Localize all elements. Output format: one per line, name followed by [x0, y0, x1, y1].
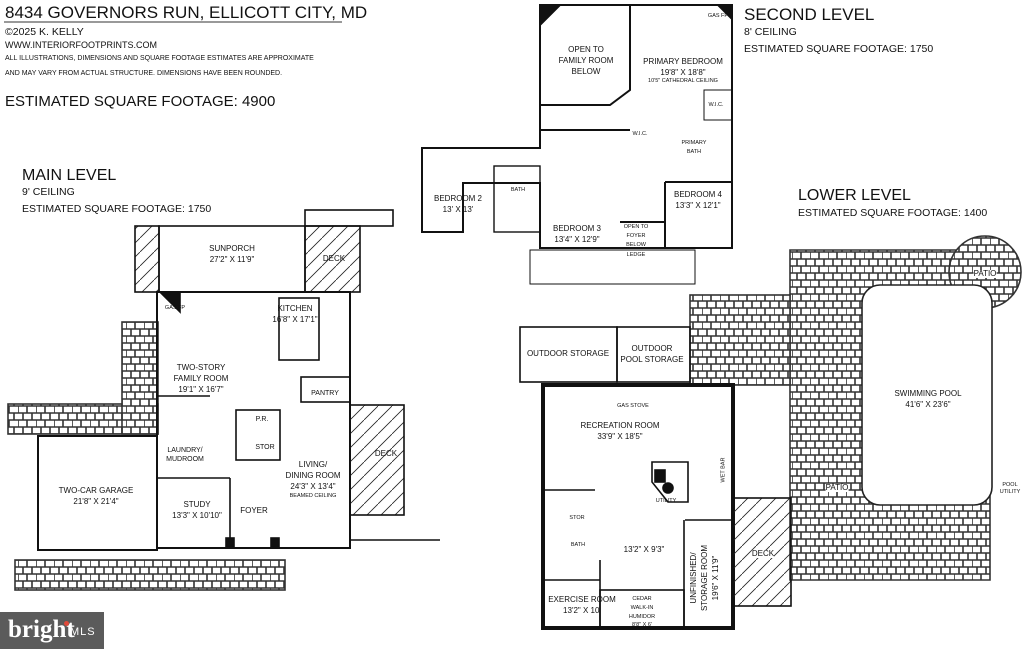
- room-primary-bedroom: PRIMARY BEDROOM: [643, 57, 723, 66]
- copyright: ©2025 K. KELLY: [5, 26, 84, 38]
- main-level-plan: [7, 209, 440, 591]
- ledge: LEDGE: [626, 252, 646, 258]
- room-dimensions: 19'8" X 18'8": [660, 68, 706, 77]
- room-recreation: RECREATION ROOM: [580, 421, 660, 430]
- main-level-ceiling: 9' CEILING: [22, 186, 75, 198]
- room-kitchen: KITCHEN: [277, 304, 313, 313]
- room-pool-storage: POOL STORAGE: [620, 355, 684, 364]
- room-note: 10'5" CATHEDRAL CEILING: [648, 78, 718, 84]
- room-bedroom-3: BEDROOM 3: [552, 224, 602, 233]
- lower-level-plan: [519, 235, 1022, 630]
- room-wic: W.I.C.: [632, 131, 648, 137]
- room-living-dining: LIVING/: [298, 460, 328, 469]
- room-powder: P.R.: [255, 416, 269, 423]
- room-deck: DECK: [374, 449, 398, 458]
- logo-dot: [64, 621, 69, 626]
- room-exercise: EXERCISE ROOM: [548, 595, 616, 604]
- room-family: TWO-STORY: [176, 363, 226, 372]
- wet-bar: WET BAR: [720, 457, 727, 483]
- room-storage: STOR: [255, 444, 275, 451]
- room-dimensions: 33'9" X 18'5": [597, 432, 643, 441]
- room-bedroom-4: BEDROOM 4: [673, 190, 723, 199]
- room-bath: BATH: [570, 542, 586, 548]
- patio: PATIO: [825, 483, 849, 492]
- open-to-foyer: BELOW: [626, 242, 646, 248]
- lower-level-title: LOWER LEVEL: [798, 187, 911, 204]
- room-dimensions: 13'3" X 12'1": [675, 201, 721, 210]
- room-primary-bath: BATH: [686, 149, 702, 155]
- logo-suffix: MLS: [70, 626, 96, 638]
- room-sunporch: SUNPORCH: [209, 244, 255, 253]
- second-level-title: SECOND LEVEL: [744, 5, 875, 24]
- open-to-foyer: FOYER: [626, 233, 646, 239]
- lower-level-sqft: ESTIMATED SQUARE FOOTAGE: 1400: [798, 207, 988, 219]
- open-to-below: BELOW: [571, 67, 601, 76]
- second-level-ceiling: 8' CEILING: [744, 26, 797, 38]
- room-pool-storage: OUTDOOR: [631, 344, 673, 353]
- room-dimensions: 16'8" X 17'1": [272, 315, 318, 324]
- room-dimensions: 13' X 13': [442, 205, 474, 214]
- disclaimer-line-1: ALL ILLUSTRATIONS, DIMENSIONS AND SQUARE…: [5, 55, 314, 62]
- patio: PATIO: [973, 269, 997, 278]
- room-dimensions: 13'2" X 10': [563, 606, 601, 615]
- room-bath: BATH: [510, 187, 526, 193]
- pool-utility: POOL: [1002, 482, 1018, 488]
- room-garage: TWO-CAR GARAGE: [58, 486, 134, 495]
- room-pantry: PANTRY: [311, 390, 339, 397]
- room-storage: STOR: [569, 515, 585, 521]
- room-unfinished-storage: STORAGE ROOM: [700, 544, 709, 612]
- room-deck: DECK: [322, 254, 346, 263]
- room-unfinished-storage: UNFINISHED/: [689, 552, 698, 604]
- logo-brand: bright: [8, 616, 75, 643]
- open-to-below: OPEN TO: [568, 45, 604, 54]
- gas-fireplace: GAS FP: [707, 13, 729, 19]
- website: WWW.INTERIORFOOTPRINTS.COM: [5, 40, 157, 50]
- pool-utility: UTILITY: [999, 489, 1021, 495]
- open-to-foyer: OPEN TO: [623, 224, 649, 230]
- room-bedroom-2: BEDROOM 2: [433, 194, 483, 203]
- room-living-dining: DINING ROOM: [285, 471, 341, 480]
- room-cedar-humidor: HUMIDOR: [628, 614, 656, 620]
- main-level-sqft: ESTIMATED SQUARE FOOTAGE: 1750: [22, 203, 212, 215]
- room-family: FAMILY ROOM: [173, 374, 229, 383]
- room-cedar-humidor: CEDAR: [632, 596, 652, 602]
- room-dimensions: 19'6" X 11'9": [711, 555, 720, 601]
- room-wic: W.I.C.: [708, 102, 724, 108]
- room-laundry: LAUNDRY/: [167, 447, 203, 454]
- room-dimensions: 13'3" X 10'10": [172, 511, 222, 520]
- swimming-pool: SWIMMING POOL: [894, 389, 962, 398]
- room-dimensions: 8'8" X 6': [632, 622, 652, 628]
- room-outdoor-storage: OUTDOOR STORAGE: [526, 349, 610, 358]
- property-address: 8434 GOVERNORS RUN, ELLICOTT CITY, MD: [5, 3, 368, 22]
- room-dimensions: 13'2" X 9'3": [623, 545, 665, 554]
- room-study: STUDY: [183, 500, 211, 509]
- room-foyer: FOYER: [240, 506, 268, 515]
- gas-fireplace: GAS FP: [164, 305, 186, 311]
- room-primary-bath: PRIMARY: [681, 140, 707, 146]
- room-dimensions: 21'8" X 21'4": [73, 497, 119, 506]
- room-dimensions: 41'6" X 23'6": [905, 400, 951, 409]
- bright-mls-logo: bright MLS: [0, 612, 104, 649]
- room-utility: UTILITY: [655, 498, 677, 504]
- room-deck: DECK: [751, 549, 775, 558]
- room-laundry: MUDROOM: [166, 456, 204, 463]
- second-level-plan: [421, 4, 733, 285]
- gas-stove: GAS STOVE: [617, 403, 649, 409]
- room-cedar-humidor: WALK-IN: [630, 605, 654, 611]
- room-dimensions: 24'3" X 13'4": [290, 482, 336, 491]
- disclaimer-line-2: AND MAY VARY FROM ACTUAL STRUCTURE. DIME…: [5, 70, 283, 77]
- room-dimensions: 19'1" X 16'7": [178, 385, 224, 394]
- room-dimensions: 13'4" X 12'9": [554, 235, 600, 244]
- room-note: BEAMED CEILING: [289, 493, 337, 499]
- second-level-sqft: ESTIMATED SQUARE FOOTAGE: 1750: [744, 43, 934, 55]
- room-dimensions: 27'2" X 11'9": [209, 255, 255, 264]
- open-to-below: FAMILY ROOM: [558, 56, 614, 65]
- main-level-title: MAIN LEVEL: [22, 167, 117, 184]
- total-square-footage: ESTIMATED SQUARE FOOTAGE: 4900: [5, 93, 276, 110]
